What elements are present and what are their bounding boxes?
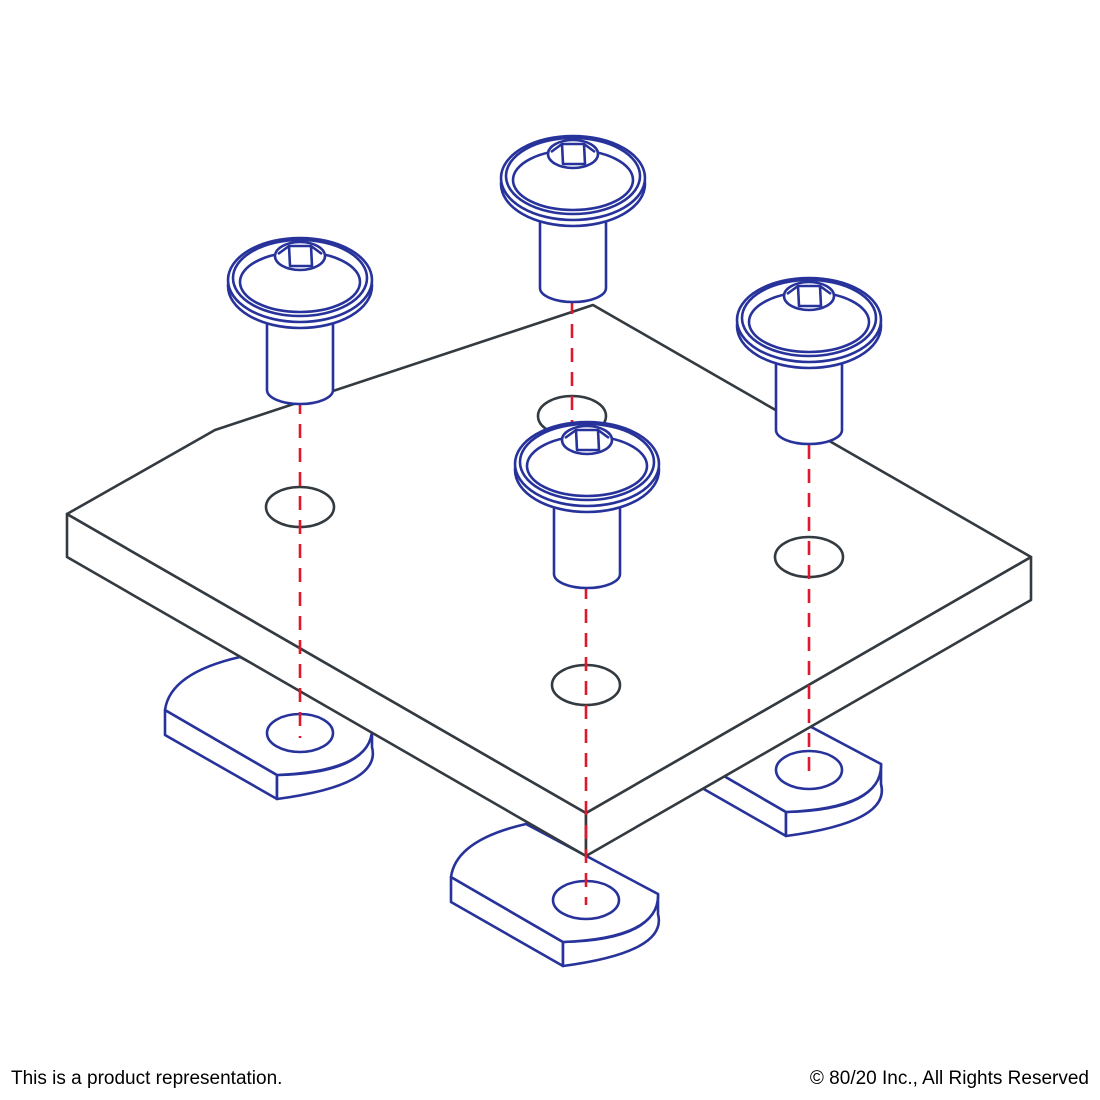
screw-shank xyxy=(538,204,608,304)
disclaimer-text: This is a product representation. xyxy=(11,1068,283,1089)
plate xyxy=(65,303,1033,858)
nut-top-face xyxy=(449,822,660,944)
button-head-screw xyxy=(226,236,374,406)
button-head-screw xyxy=(499,134,647,304)
hex-socket-walls xyxy=(786,284,832,308)
screw-shank xyxy=(552,490,622,590)
copyright-text: © 80/20 Inc., All Rights Reserved xyxy=(809,1068,1089,1089)
t-nut xyxy=(449,822,661,968)
hex-socket-walls xyxy=(277,244,323,268)
screw-shank xyxy=(774,346,844,446)
hex-socket-walls xyxy=(550,142,596,166)
hex-socket-walls xyxy=(564,428,610,452)
screw-shank xyxy=(265,306,335,406)
button-head-screw xyxy=(735,276,883,446)
button-head-screw xyxy=(513,420,661,590)
